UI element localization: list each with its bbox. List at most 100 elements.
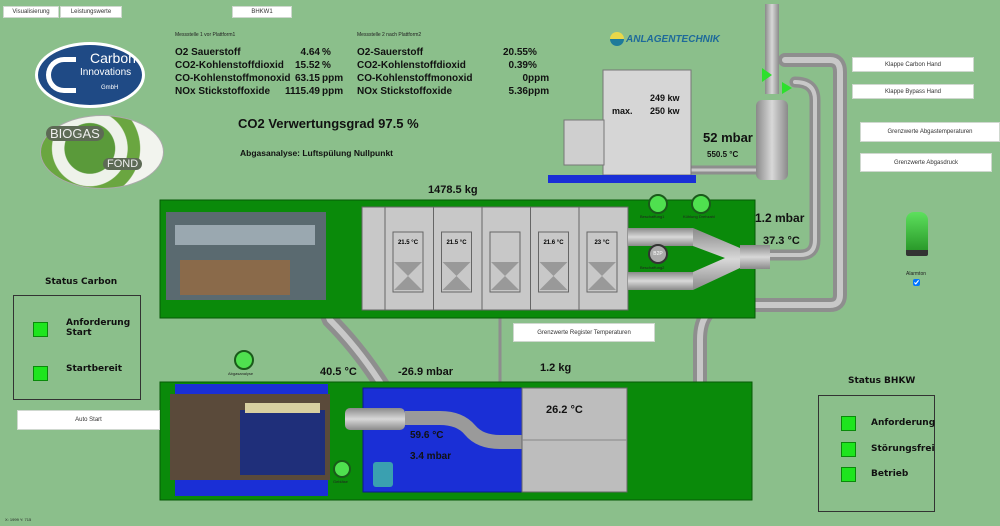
status-carbon-title: Status Carbon (45, 277, 118, 287)
status-bhkw-title: Status BHKW (848, 376, 916, 386)
measurement-label: CO-Kohlenstoffmonoxid (175, 73, 291, 84)
register-window (489, 231, 521, 293)
register-window (586, 231, 618, 293)
fan-label: Beschaffung1 (640, 214, 665, 219)
valve-icon (394, 262, 422, 290)
blower (345, 408, 405, 430)
flap-bypass-icon (782, 82, 792, 94)
measurement-value: 15.52 (294, 60, 320, 71)
klappe-bypass-hand-button[interactable]: Klappe Bypass Hand (852, 84, 974, 99)
measurement-label: CO2-Kohlenstoffdioxid (175, 60, 284, 71)
measurement-label: NOx Stickstoffoxide (357, 86, 453, 97)
b2p-sensor-icon[interactable]: B2P (648, 244, 668, 264)
fan-icon[interactable] (691, 194, 711, 214)
cursor-coords: X: 1999 Y: 715 (5, 517, 32, 522)
tank-temp: 26.2 °C (546, 404, 583, 416)
measurement-value: 4.64 (300, 47, 320, 58)
engine-max-label: max. (612, 106, 633, 116)
measurement-unit: % (322, 47, 331, 58)
alarm-label: Alarmton (906, 271, 927, 277)
logo-text: GmbH (101, 85, 119, 91)
alarm-light-icon (906, 212, 928, 256)
generator (563, 119, 605, 166)
engine-temp: 550.5 °C (707, 150, 739, 159)
status-label: Störungsfrei (871, 444, 935, 454)
engine-pressure: 52 mbar (703, 130, 753, 145)
anlagentechnik-logo: ANLAGENTECHNIK (610, 32, 720, 46)
register-window (538, 231, 569, 293)
register-temp: 23 °C (594, 240, 610, 246)
outlet-pipes (628, 228, 770, 290)
grenzwerte-abgastemperaturen-button[interactable]: Grenzwerte Abgastemperaturen (860, 122, 1000, 142)
fan-icon[interactable] (333, 460, 351, 478)
grenzwerte-abgasdruck-button[interactable]: Grenzwerte Abgasdruck (860, 153, 992, 172)
valve-icon (491, 262, 519, 290)
measurement-label: NOx Stickstoffoxide (175, 86, 271, 97)
silencer (756, 100, 788, 180)
valve-icon (442, 262, 471, 290)
measurement-unit: ppm (322, 73, 344, 84)
measurement-value: 63.15 (294, 73, 320, 84)
engine-power: 249 kw (650, 93, 680, 103)
nav-visualisierung-button[interactable]: Visualisierung (3, 6, 59, 18)
fan-label: Kühlung Drehzahl (683, 214, 715, 219)
measurement-label: O2-Sauerstoff (357, 47, 424, 58)
status-label: Anforderung (871, 418, 936, 428)
status-indicator (33, 322, 48, 337)
fan-icon[interactable] (648, 194, 668, 214)
klappe-carbon-hand-button[interactable]: Klappe Carbon Hand (852, 57, 974, 72)
platform1-mass: 1478.5 kg (428, 184, 478, 196)
measurement-value: 0 (522, 73, 528, 84)
logo-text: BIOGAS (46, 126, 104, 141)
flap-carbon-icon (762, 68, 772, 82)
valve-icon (539, 262, 568, 290)
measurement-value: 1115.49 (284, 86, 320, 97)
valve-icon (588, 262, 616, 290)
register-temp: 21.5 °C (446, 240, 467, 246)
logo-text: Carbon (90, 50, 136, 66)
status-indicator (33, 366, 48, 381)
fan-label: Gebläse (333, 479, 348, 484)
blower-pressure: 3.4 mbar (410, 451, 452, 462)
engine-base (548, 175, 696, 183)
nav-leistungswerte-button[interactable]: Leistungswerte (60, 6, 122, 18)
measurement-unit: % (528, 60, 537, 71)
status-label: Betrieb (871, 469, 909, 479)
register-window (392, 231, 424, 293)
engine-max-power: 250 kw (650, 106, 680, 116)
status-label: Anforderung Start (66, 318, 131, 338)
messstelle2-title: Messstelle 2 nach Plattform2 (357, 32, 422, 38)
measurement-unit: ppm (528, 73, 550, 84)
engine-block (602, 69, 692, 176)
measurement-value: 5.36 (508, 86, 528, 97)
biogas-fond-logo: BIOGAS FOND (40, 115, 164, 189)
grenzwerte-register-button[interactable]: Grenzwerte Register Temperaturen (513, 323, 655, 342)
alarm-checkbox[interactable] (913, 279, 920, 286)
measurement-unit: ppm (528, 86, 550, 97)
fan-icon[interactable] (234, 350, 254, 370)
fan-label: Abgasanalyse (228, 371, 254, 376)
logo-text: ANLAGENTECHNIK (626, 33, 720, 45)
inlet-pressure: -26.9 mbar (398, 366, 454, 378)
status-label: Startbereit (66, 364, 123, 374)
logo-text: FOND (103, 158, 143, 170)
logo-mark-icon (610, 32, 624, 46)
register-unit (361, 206, 629, 311)
measurement-label: CO2-Kohlenstoffdioxid (357, 60, 466, 71)
status-carbon-panel: Anforderung Start Startbereit (13, 295, 141, 400)
ci-mark-icon (46, 57, 76, 93)
measurement-unit: % (528, 47, 537, 58)
platform2-mass: 1.2 kg (540, 362, 572, 374)
outlet-temp: 37.3 °C (763, 235, 800, 247)
status-bhkw-panel: Anforderung Störungsfrei Betrieb (818, 395, 935, 512)
measurement-unit: % (322, 60, 331, 71)
nav-bhkw1-button[interactable]: BHKW1 (232, 6, 292, 18)
fan-label: Beschaffung2 (640, 265, 665, 270)
motor (373, 462, 393, 487)
status-indicator (841, 467, 856, 482)
auto-start-button[interactable]: Auto Start (17, 410, 160, 430)
co2-verwertungsgrad: CO2 Verwertungsgrad 97.5 % (238, 116, 419, 131)
logo-text: Innovations (80, 67, 132, 78)
register-temp: 21.5 °C (397, 240, 419, 246)
inlet-temp: 40.5 °C (320, 366, 357, 378)
